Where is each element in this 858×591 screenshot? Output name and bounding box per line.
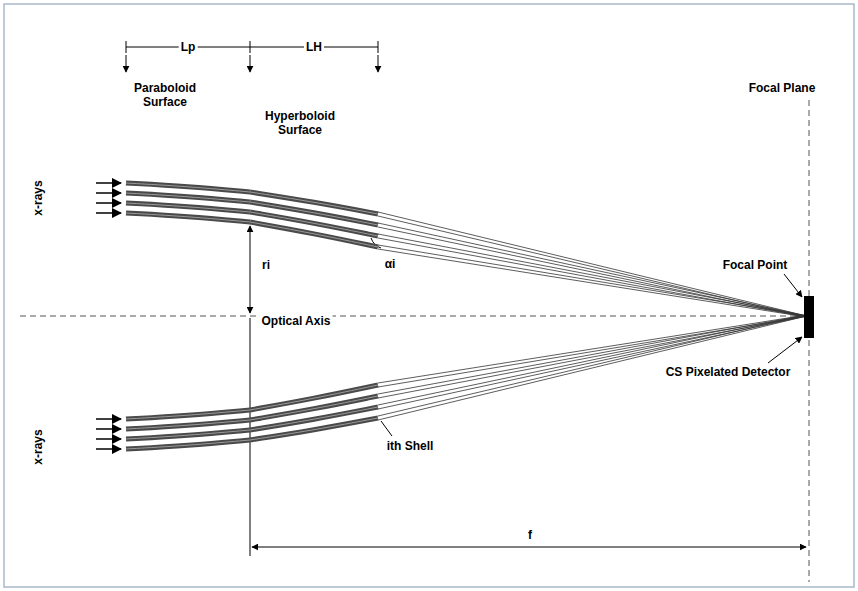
- ray: [378, 223, 804, 315]
- focal-point-label: Focal Point: [721, 258, 790, 272]
- detector-label: CS Pixelated Detector: [664, 365, 793, 379]
- shell-label: ith Shell: [385, 439, 436, 453]
- xray-arrow: [96, 418, 121, 420]
- xray-label: x-rays: [31, 178, 45, 217]
- optical-axis: [20, 316, 800, 317]
- xray-arrow: [96, 202, 121, 204]
- xray-arrow: [96, 448, 121, 450]
- paraboloid-shell: [126, 410, 250, 419]
- ray: [378, 315, 804, 394]
- shell-highlight: [250, 385, 378, 410]
- dimension-label: f: [526, 528, 534, 542]
- ray: [378, 234, 804, 315]
- mirror-shells: [126, 183, 378, 449]
- hyperboloid-shell: [250, 222, 378, 247]
- ray: [378, 216, 804, 317]
- surface-label: Hyperboloid Surface: [254, 109, 346, 137]
- shell-highlight: [126, 203, 250, 212]
- ray: [378, 317, 804, 398]
- shell-highlight: [126, 420, 250, 429]
- focal-plane-line: [809, 100, 810, 582]
- radius-arrow: [250, 226, 251, 313]
- paraboloid-shell: [126, 420, 250, 429]
- ray: [378, 315, 804, 383]
- surface-label: Paraboloid Surface: [123, 81, 207, 109]
- axis-label: Optical Axis: [260, 314, 333, 328]
- focal-length-dimension: [252, 547, 806, 548]
- paraboloid-shell: [126, 203, 250, 212]
- shell-highlight: [126, 193, 250, 202]
- leader-line: [784, 274, 802, 297]
- xray-label: x-rays: [31, 427, 45, 466]
- ray: [378, 315, 804, 405]
- shell-highlight: [126, 213, 250, 222]
- shell-highlight: [126, 430, 250, 439]
- paraboloid-shell: [126, 440, 250, 449]
- length-brackets: [126, 41, 378, 72]
- frame: [4, 4, 854, 587]
- ray-bundle: [378, 212, 804, 420]
- shell-highlight: [126, 410, 250, 419]
- radius-label: ri: [260, 258, 272, 272]
- ray: [378, 317, 804, 420]
- focal-length-tick: [250, 318, 251, 556]
- xray-arrow: [96, 182, 121, 184]
- leader-line: [768, 337, 802, 363]
- xray-arrow: [96, 192, 121, 194]
- ray: [378, 245, 804, 315]
- shell-highlight: [250, 222, 378, 247]
- paraboloid-shell: [126, 183, 250, 192]
- hyperboloid-shell: [250, 385, 378, 410]
- shell-highlight: [126, 183, 250, 192]
- xray-arrow: [96, 438, 121, 440]
- leader-line: [381, 421, 392, 436]
- ray: [378, 317, 804, 409]
- incoming-xray-arrows: [96, 183, 121, 449]
- dimension-label: Lp: [179, 40, 198, 54]
- paraboloid-shell: [126, 193, 250, 202]
- xray-arrow: [96, 428, 121, 430]
- ray: [378, 315, 804, 416]
- pixelated-detector: [804, 296, 814, 338]
- ray: [378, 317, 804, 387]
- shell-highlight: [126, 440, 250, 449]
- paraboloid-shell: [126, 213, 250, 222]
- plane-label: Focal Plane: [747, 81, 818, 95]
- angle-label: αi: [383, 257, 398, 271]
- ray: [378, 227, 804, 317]
- paraboloid-shell: [126, 430, 250, 439]
- dimension-label: LH: [304, 40, 324, 54]
- ray: [378, 249, 804, 317]
- ray: [378, 238, 804, 317]
- ray: [378, 212, 804, 315]
- xray-arrow: [96, 212, 121, 214]
